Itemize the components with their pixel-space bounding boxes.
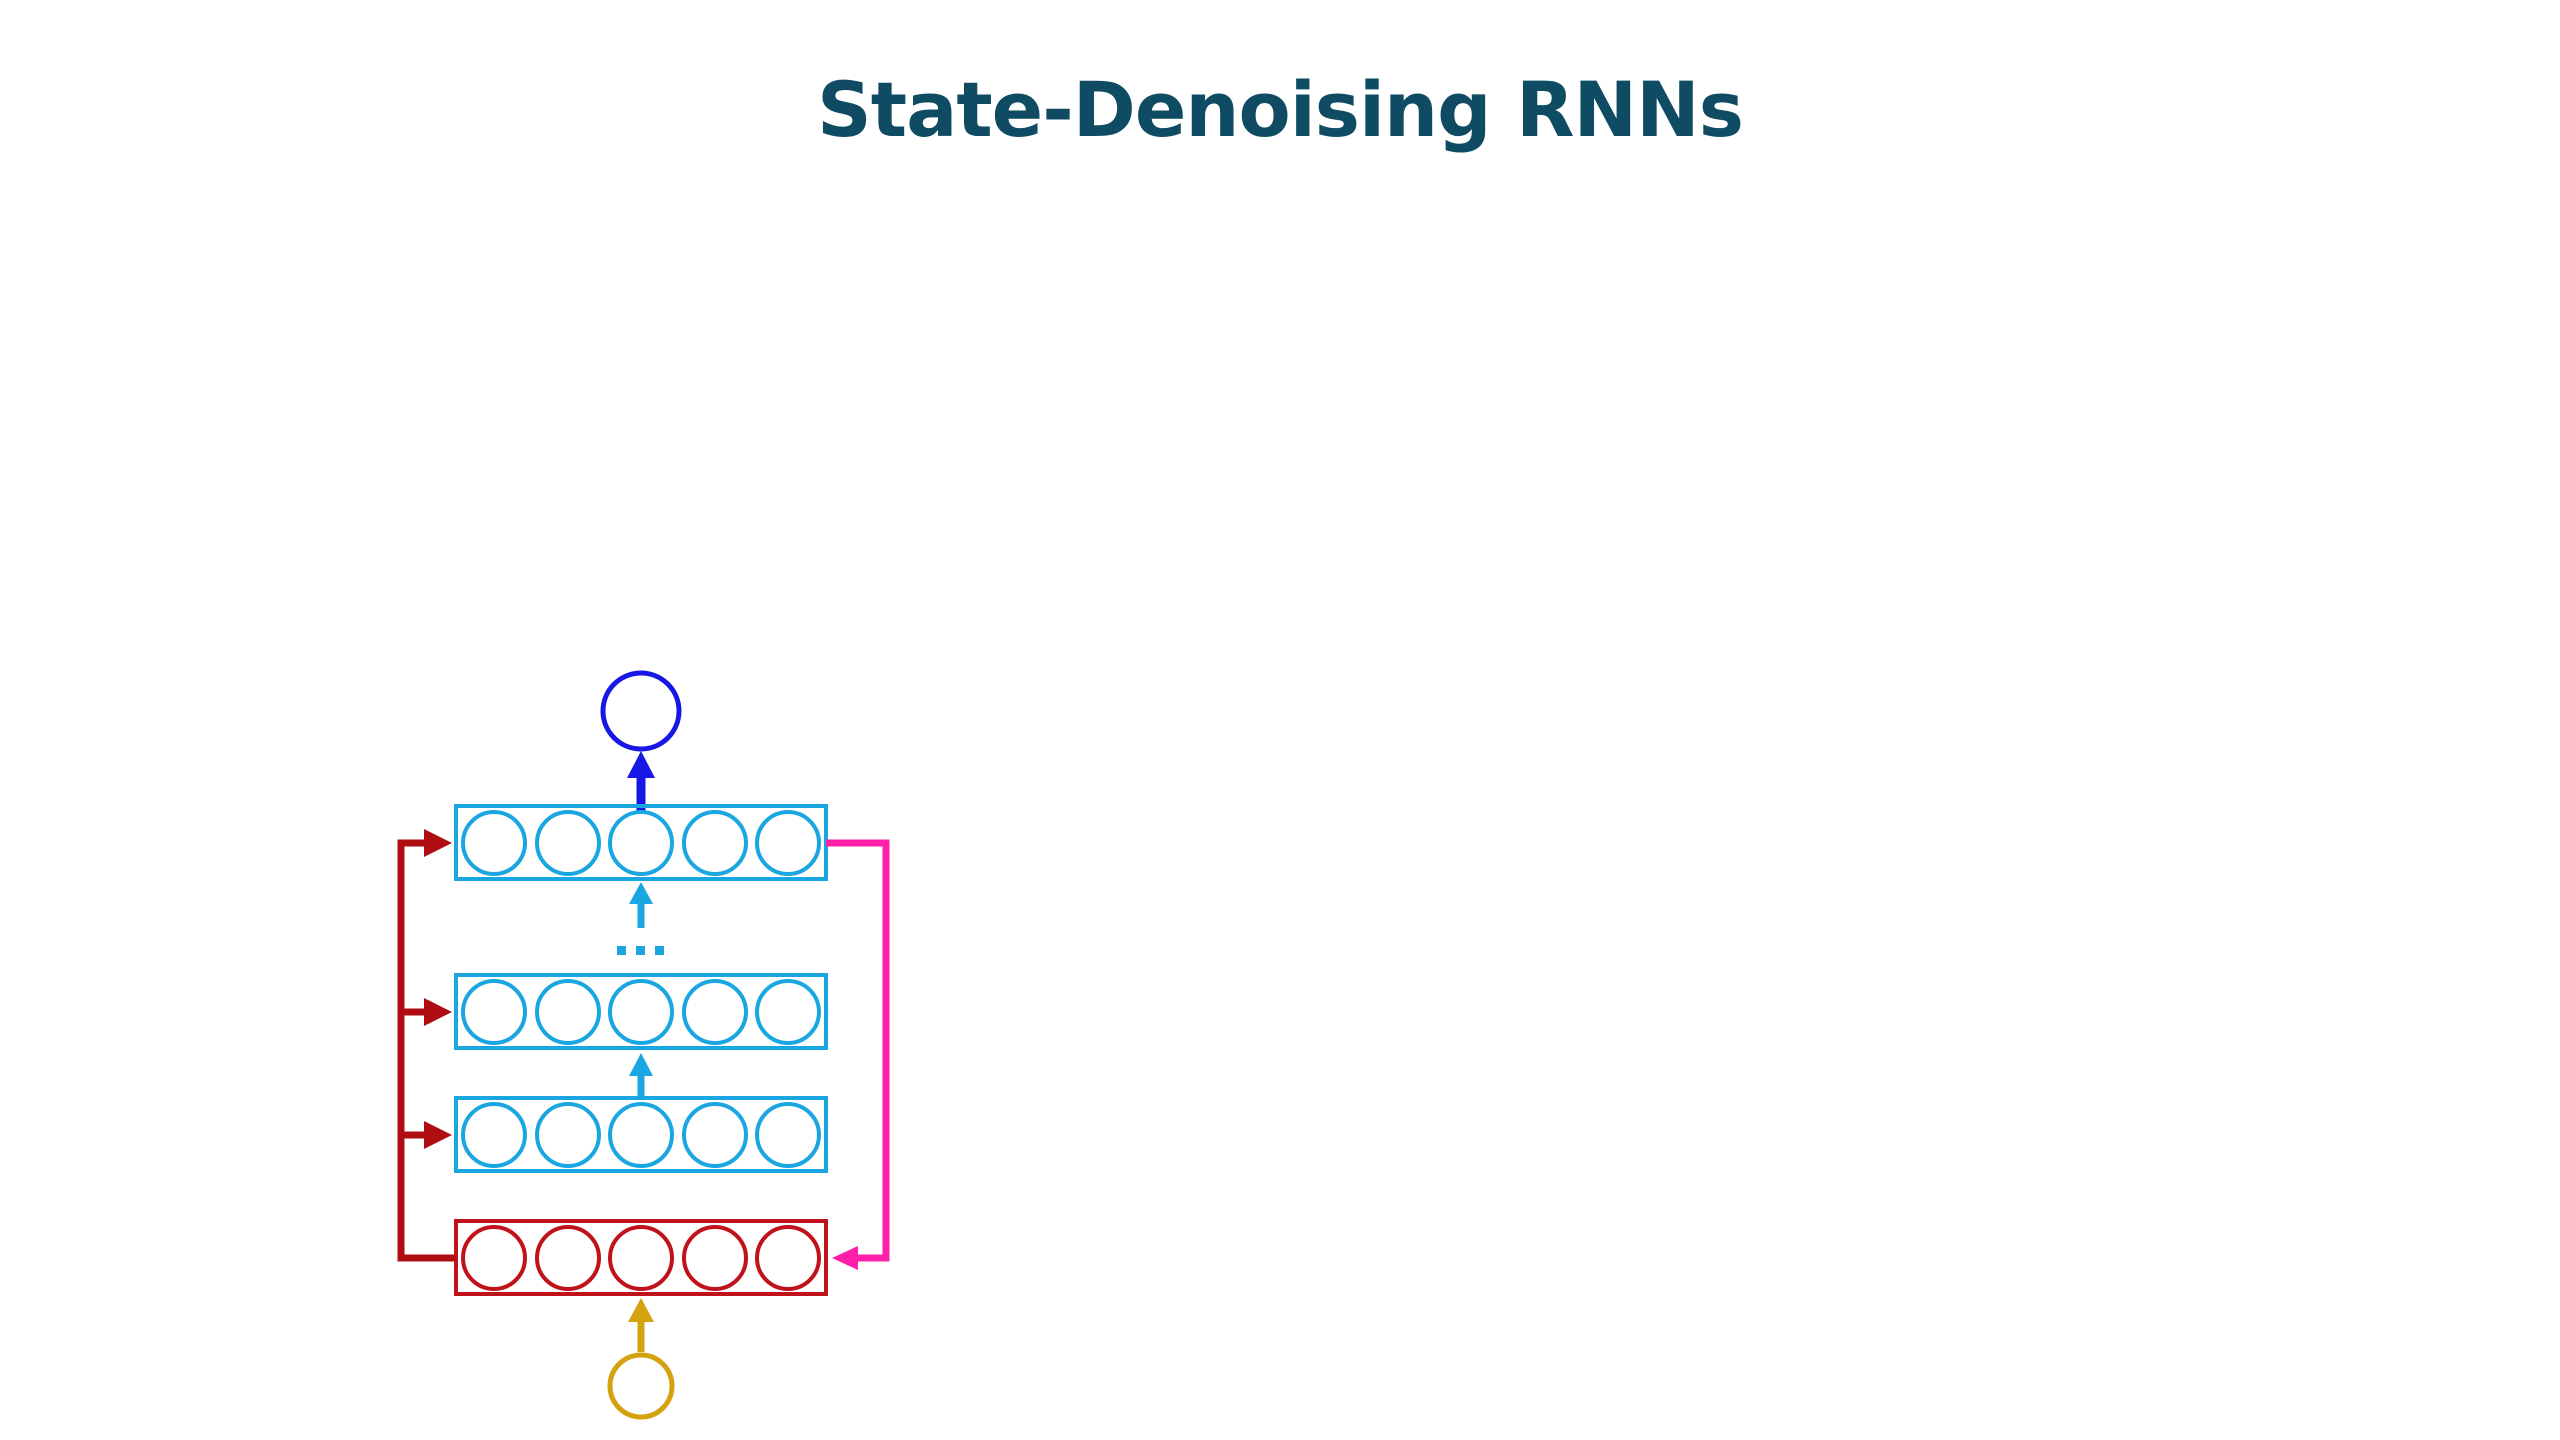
hidden-layer-bottom bbox=[454, 1096, 828, 1173]
state-unit bbox=[682, 1225, 748, 1291]
output-arrow bbox=[627, 751, 655, 812]
input-node bbox=[607, 1352, 675, 1420]
hidden-unit bbox=[535, 810, 601, 876]
slide-title: State-Denoising RNNs bbox=[817, 65, 1744, 154]
hidden-unit bbox=[755, 1102, 821, 1168]
hidden-arrow-upper bbox=[629, 882, 653, 928]
hidden-unit bbox=[682, 1102, 748, 1168]
hidden-arrow-lower bbox=[629, 1053, 653, 1098]
hidden-unit bbox=[461, 1102, 527, 1168]
input-node-icon bbox=[607, 1352, 675, 1420]
hidden-unit bbox=[608, 1102, 674, 1168]
hidden-unit bbox=[461, 979, 527, 1045]
state-unit bbox=[535, 1225, 601, 1291]
output-node-icon bbox=[600, 670, 682, 752]
state-unit bbox=[461, 1225, 527, 1291]
hidden-unit bbox=[461, 810, 527, 876]
hidden-unit bbox=[682, 979, 748, 1045]
hidden-unit bbox=[682, 810, 748, 876]
layer-ellipsis bbox=[617, 946, 664, 955]
hidden-unit bbox=[755, 810, 821, 876]
hidden-layer-top bbox=[454, 804, 828, 881]
hidden-unit bbox=[535, 979, 601, 1045]
hidden-unit bbox=[608, 979, 674, 1045]
input-arrow bbox=[628, 1298, 654, 1352]
attractor-connections bbox=[397, 829, 456, 1262]
state-unit bbox=[755, 1225, 821, 1291]
feedback-connection bbox=[826, 839, 890, 1270]
state-layer bbox=[454, 1219, 828, 1296]
hidden-unit bbox=[608, 810, 674, 876]
hidden-unit bbox=[535, 1102, 601, 1168]
hidden-unit bbox=[755, 979, 821, 1045]
state-unit bbox=[608, 1225, 674, 1291]
hidden-layer-middle bbox=[454, 973, 828, 1050]
output-node bbox=[600, 670, 682, 752]
